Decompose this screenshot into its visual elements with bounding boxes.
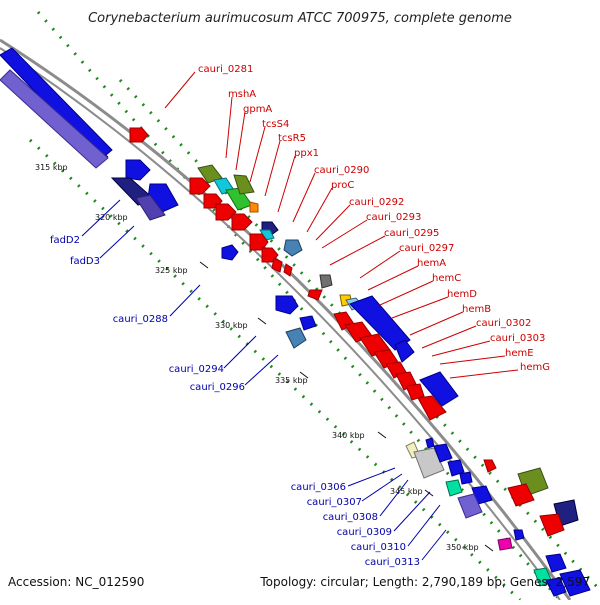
tick-label: 315 kbp (35, 163, 68, 172)
tick-label: 350 kbp (446, 543, 479, 552)
gene-label[interactable]: hemB (462, 304, 491, 315)
gene-shape[interactable] (125, 159, 151, 181)
gene-label[interactable]: hemA (417, 258, 446, 269)
gene-label[interactable]: cauri_0297 (399, 243, 454, 254)
tick-label: 345 kbp (390, 487, 423, 496)
gene-label[interactable]: cauri_0290 (314, 165, 369, 176)
scale-tick-labels: 315 kbp 320 kbp 325 kbp 330 kbp 335 kbp … (35, 163, 479, 552)
labels-top: cauri_0281 mshA gpmA tcsS4 tcsR5 ppx1 ca… (198, 64, 550, 373)
gene-label[interactable]: cauri_0296 (190, 382, 245, 393)
gene-shape[interactable] (459, 471, 473, 485)
gene-label[interactable]: hemE (505, 348, 534, 359)
gene-label[interactable]: tcsR5 (278, 133, 306, 144)
gene-shape[interactable] (283, 239, 303, 257)
gene-shape[interactable] (319, 274, 333, 289)
gene-shape[interactable] (249, 201, 259, 213)
gene-label[interactable]: cauri_0302 (476, 318, 531, 329)
gene-label[interactable]: cauri_0307 (307, 497, 362, 508)
tick-label: 340 kbp (332, 431, 365, 440)
gene-shape[interactable] (447, 459, 465, 477)
gene-label[interactable]: cauri_0288 (113, 314, 168, 325)
gene-shape[interactable] (445, 479, 463, 497)
tick-label: 330 kbp (215, 321, 248, 330)
gene-shape[interactable] (275, 295, 299, 315)
gene-shape[interactable] (129, 127, 149, 143)
gene-label[interactable]: ppx1 (294, 148, 319, 159)
tick-label: 320 kbp (95, 213, 128, 222)
accession-text: Accession: NC_012590 (8, 575, 144, 589)
gene-shape[interactable] (231, 213, 253, 231)
gene-label[interactable]: mshA (228, 89, 256, 100)
gene-shape[interactable] (513, 529, 525, 541)
gene-shape[interactable] (349, 295, 411, 351)
gene-label[interactable]: hemD (447, 289, 477, 300)
gene-cluster-msh (189, 164, 293, 277)
gene-shape[interactable] (545, 577, 567, 597)
gene-cluster-lower (405, 437, 591, 597)
gene-shape[interactable] (545, 553, 567, 573)
gene-label[interactable]: cauri_0303 (490, 333, 545, 344)
gene-shape[interactable] (271, 257, 283, 273)
gene-label[interactable]: cauri_0295 (384, 228, 439, 239)
leaders-bottom (81, 199, 447, 561)
gene-label[interactable]: cauri_0309 (337, 527, 392, 538)
topology-summary: Topology: circular; Length: 2,790,189 bp… (259, 575, 590, 589)
gene-shape[interactable] (483, 459, 497, 473)
tick-label: 335 kbp (275, 376, 308, 385)
gene-label[interactable]: hemG (520, 362, 550, 373)
gene-label[interactable]: fadD3 (70, 256, 100, 267)
gene-shape[interactable] (249, 233, 269, 251)
gene-cluster-fadD (110, 159, 179, 221)
gene-shape[interactable] (425, 437, 435, 449)
gene-shape[interactable] (419, 371, 459, 407)
gene-shape[interactable] (283, 263, 293, 277)
gene-shape[interactable] (433, 443, 453, 463)
backbone-outer (0, 38, 572, 601)
gene-label[interactable]: tcsS4 (262, 119, 289, 130)
gene-shape[interactable] (0, 69, 109, 169)
gene-shape[interactable] (457, 493, 483, 519)
gene-shape[interactable] (197, 164, 223, 184)
map-title: Corynebacterium aurimucosum ATCC 700975,… (88, 11, 512, 26)
tick-label: 325 kbp (155, 266, 188, 275)
gene-shape[interactable] (405, 383, 425, 401)
gene-label[interactable]: cauri_0308 (323, 512, 378, 523)
guide-line-inner-bottom (28, 138, 522, 602)
gene-shape[interactable] (307, 289, 323, 301)
gene-shape[interactable] (413, 447, 445, 479)
gene-shape[interactable] (285, 327, 307, 349)
gene-shape[interactable] (497, 537, 513, 551)
gene-label[interactable]: cauri_0294 (169, 364, 224, 375)
gene-shape[interactable] (559, 569, 591, 597)
gene-block-fad (0, 47, 113, 169)
gene-shape[interactable] (299, 315, 317, 331)
gene-label[interactable]: cauri_0281 (198, 64, 253, 75)
gene-label[interactable]: fadD2 (50, 235, 80, 246)
leaders-top (164, 71, 519, 379)
gene-shape[interactable] (189, 177, 211, 195)
gene-label[interactable]: hemC (432, 273, 461, 284)
gene-shape[interactable] (417, 395, 447, 421)
gene-shape[interactable] (539, 513, 565, 537)
gene-label[interactable]: gpmA (243, 104, 272, 115)
gene-label[interactable]: cauri_0293 (366, 212, 421, 223)
gene-label[interactable]: cauri_0313 (365, 557, 420, 568)
gene-shape[interactable] (507, 483, 535, 507)
gene-label[interactable]: proC (331, 180, 354, 191)
gene-label[interactable]: cauri_0292 (349, 197, 404, 208)
gene-cluster-hem (333, 294, 459, 421)
dotted-guides (28, 11, 600, 602)
gene-shape[interactable] (221, 244, 239, 261)
gene-shape[interactable] (135, 194, 166, 221)
gene-shape[interactable] (233, 174, 255, 195)
gene-shape[interactable] (394, 339, 415, 363)
gene-label[interactable]: cauri_0306 (291, 482, 346, 493)
gene-label[interactable]: cauri_0310 (351, 542, 406, 553)
labels-bottom: fadD2 fadD3 cauri_0288 cauri_0294 cauri_… (50, 235, 420, 568)
